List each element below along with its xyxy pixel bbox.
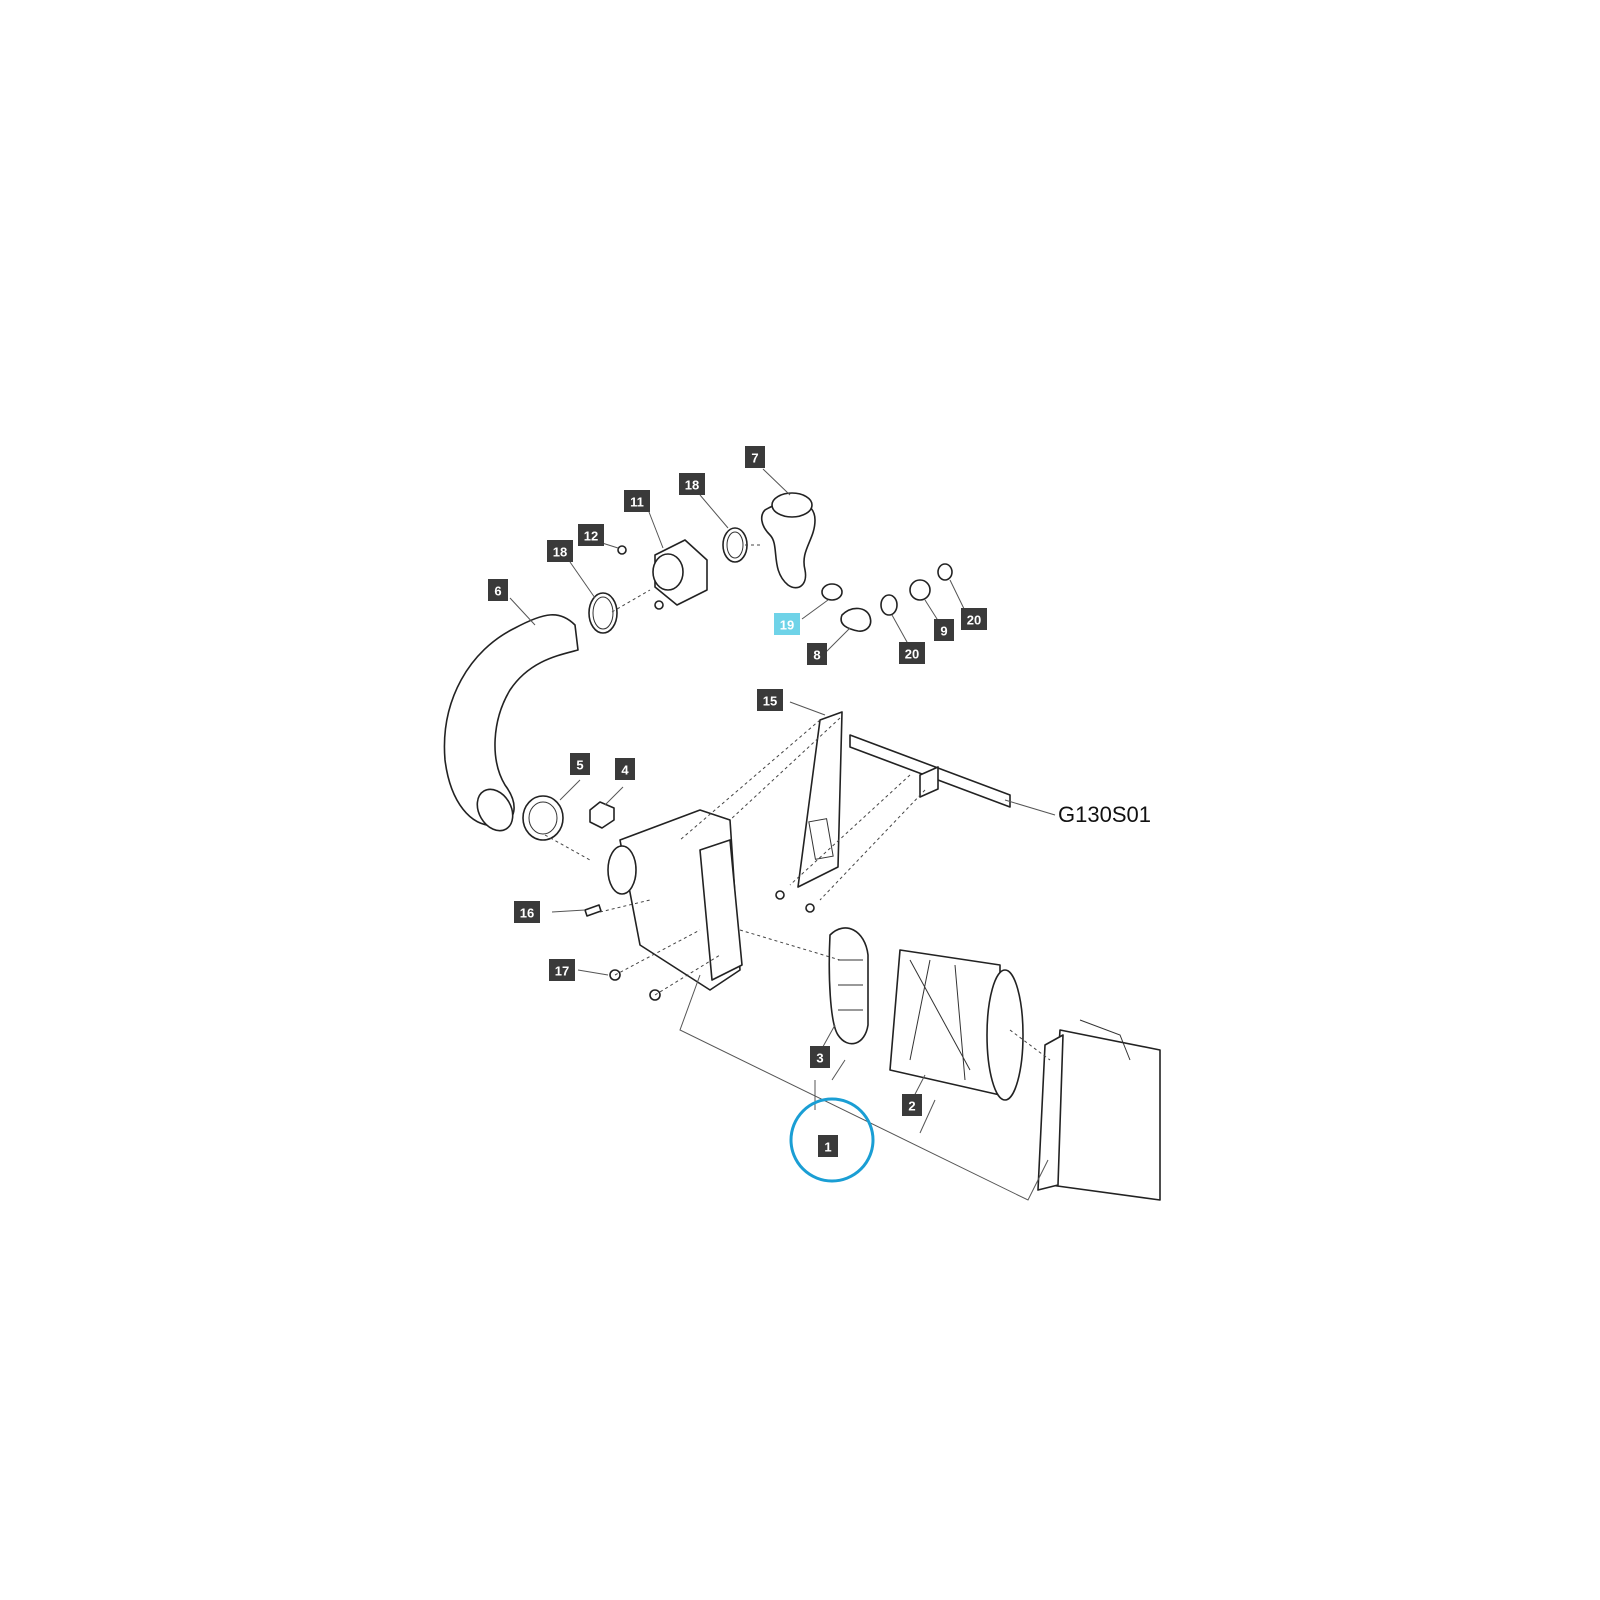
callout-box xyxy=(757,689,783,711)
callout-11[interactable]: 11 xyxy=(624,490,650,512)
callout-label: 4 xyxy=(621,763,629,778)
callout-box xyxy=(514,901,540,923)
callout-label: 6 xyxy=(494,584,501,599)
callout-3[interactable]: 3 xyxy=(810,1046,830,1068)
callout-label: 20 xyxy=(967,613,981,628)
callout-label: 3 xyxy=(816,1051,823,1066)
callouts: 7 18 11 12 18 6 19 8 20 9 20 15 5 4 16 17 3 2 1 xyxy=(488,446,987,1157)
callout-box xyxy=(934,619,954,641)
callout-box xyxy=(578,524,604,546)
exploded-view-drawing xyxy=(443,492,1161,1201)
callout-box xyxy=(818,1135,838,1157)
callout-label: 15 xyxy=(763,694,777,709)
callout-9[interactable]: 9 xyxy=(934,619,954,641)
callout-box xyxy=(902,1094,922,1116)
callout-17[interactable]: 17 xyxy=(549,959,575,981)
callout-2[interactable]: 2 xyxy=(902,1094,922,1116)
callout-label: 8 xyxy=(813,648,820,663)
callout-box xyxy=(810,1046,830,1068)
callout-20[interactable]: 20 xyxy=(961,608,987,630)
callout-1[interactable]: 1 xyxy=(818,1135,838,1157)
callout-box xyxy=(679,473,705,495)
callout-box xyxy=(807,643,827,665)
callout-label: 5 xyxy=(576,758,583,773)
callout-label: 2 xyxy=(908,1099,915,1114)
callout-box xyxy=(624,490,650,512)
callout-7[interactable]: 7 xyxy=(745,446,765,468)
callout-box xyxy=(549,959,575,981)
callout-12[interactable]: 12 xyxy=(578,524,604,546)
callout-6[interactable]: 6 xyxy=(488,579,508,601)
callout-4[interactable]: 4 xyxy=(615,758,635,780)
highlight-circle xyxy=(789,1097,875,1183)
callout-18[interactable]: 18 xyxy=(679,473,705,495)
callout-label: 20 xyxy=(905,647,919,662)
callout-box xyxy=(570,753,590,775)
callout-label: 7 xyxy=(751,451,758,466)
figure-code: G130S01 xyxy=(1058,802,1151,827)
callout-box xyxy=(615,758,635,780)
callout-15[interactable]: 15 xyxy=(757,689,783,711)
callout-label: 16 xyxy=(520,906,534,921)
callout-box xyxy=(745,446,765,468)
leader-lines xyxy=(509,468,1056,1201)
callout-label: 19 xyxy=(780,618,794,633)
callout-label: 1 xyxy=(824,1140,831,1155)
callout-box xyxy=(774,613,800,635)
callout-20[interactable]: 20 xyxy=(899,642,925,664)
callout-19[interactable]: 19 xyxy=(774,613,800,635)
callout-box xyxy=(899,642,925,664)
callout-label: 18 xyxy=(685,478,699,493)
callout-18[interactable]: 18 xyxy=(547,540,573,562)
callout-label: 18 xyxy=(553,545,567,560)
callout-label: 17 xyxy=(555,964,569,979)
callout-label: 12 xyxy=(584,529,598,544)
callout-box xyxy=(488,579,508,601)
callout-box xyxy=(961,608,987,630)
callout-box xyxy=(547,540,573,562)
callout-16[interactable]: 16 xyxy=(514,901,540,923)
assembly-lines xyxy=(544,544,1051,1061)
callout-5[interactable]: 5 xyxy=(570,753,590,775)
callout-label: 11 xyxy=(630,495,644,510)
callout-8[interactable]: 8 xyxy=(807,643,827,665)
callout-label: 9 xyxy=(940,624,947,639)
